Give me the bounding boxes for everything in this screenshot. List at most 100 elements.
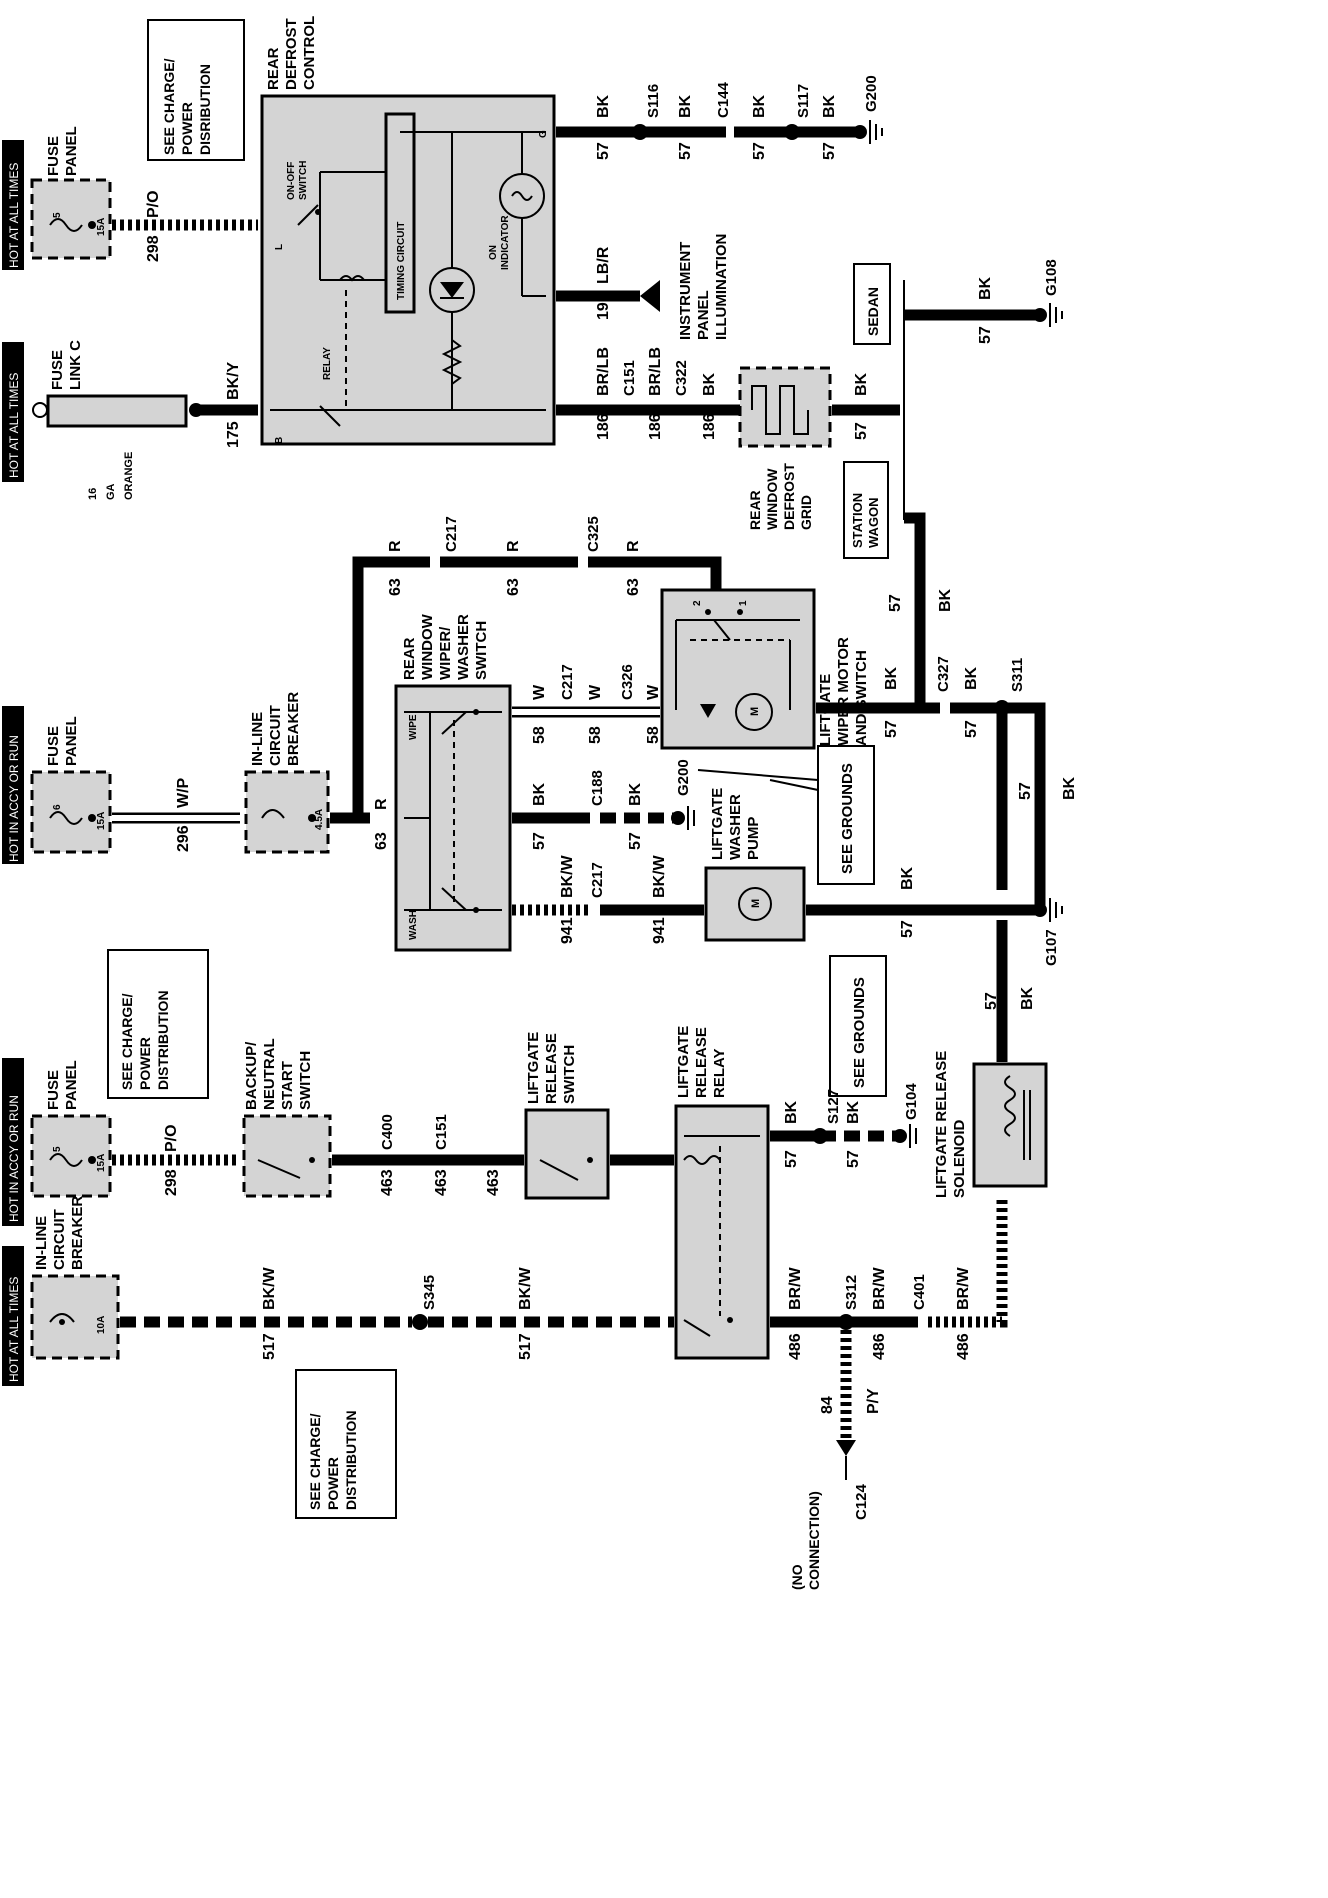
svg-text:FUSEPANEL: FUSEPANEL [45, 1060, 80, 1110]
svg-text:5: 5 [52, 212, 63, 218]
svg-text:BK: BK [751, 94, 768, 118]
svg-text:15A: 15A [96, 1154, 107, 1172]
svg-text:W: W [531, 684, 548, 700]
svg-text:C400: C400 [379, 1114, 396, 1150]
svg-text:57: 57 [845, 1150, 862, 1168]
hot-label-always-1: HOT AT ALL TIMES [2, 140, 24, 270]
svg-text:W: W [645, 684, 662, 700]
svg-text:BACKUP/NEUTRALSTARTSWITCH: BACKUP/NEUTRALSTARTSWITCH [243, 1038, 314, 1110]
svg-text:486: 486 [787, 1333, 804, 1360]
rear-defrost-control: TIMING CIRCUIT L B G ON-OFFSWITCH ONINDI… [260, 16, 556, 446]
svg-text:SEDAN: SEDAN [865, 287, 881, 336]
svg-text:TIMING CIRCUIT: TIMING CIRCUIT [396, 222, 407, 300]
svg-text:C322: C322 [673, 360, 690, 396]
wire-63-up [352, 556, 430, 818]
svg-text:463: 463 [379, 1169, 396, 1196]
svg-text:BK: BK [677, 94, 694, 118]
svg-text:15A: 15A [96, 812, 107, 830]
svg-text:186: 186 [701, 413, 718, 440]
svg-text:57: 57 [627, 832, 644, 850]
svg-text:BK/Y: BK/Y [225, 361, 242, 400]
svg-text:57: 57 [853, 422, 870, 440]
svg-text:R: R [625, 540, 642, 552]
svg-text:57: 57 [677, 142, 694, 160]
svg-text:S116: S116 [645, 84, 662, 118]
svg-text:B: B [274, 437, 285, 444]
svg-text:517: 517 [517, 1333, 534, 1360]
svg-text:BK/W: BK/W [261, 1266, 278, 1310]
svg-text:BR/LB: BR/LB [595, 347, 612, 396]
wire-57-s311 [1002, 702, 1046, 910]
fuse-panel-b: 6 15A FUSEPANEL [30, 716, 112, 854]
fuse-panel-a-label: FUSEPANEL [45, 126, 80, 176]
svg-text:FUSELINK C: FUSELINK C [49, 340, 84, 390]
svg-text:57: 57 [595, 142, 612, 160]
svg-text:6: 6 [52, 804, 63, 810]
svg-text:57: 57 [963, 720, 980, 738]
svg-text:G108: G108 [1043, 259, 1060, 296]
svg-text:BK: BK [701, 372, 718, 396]
wire-486-c [928, 1196, 1008, 1328]
svg-text:P/Y: P/Y [865, 1388, 882, 1414]
svg-text:57: 57 [899, 920, 916, 938]
backup-neutral-start-switch: BACKUP/NEUTRALSTARTSWITCH [242, 1038, 332, 1198]
svg-text:SEE GROUNDS: SEE GROUNDS [839, 763, 856, 874]
svg-text:C401: C401 [911, 1274, 928, 1310]
svg-text:HOT AT ALL TIMES: HOT AT ALL TIMES [7, 373, 21, 478]
svg-text:C326: C326 [619, 664, 636, 700]
svg-text:BR/W: BR/W [871, 1266, 888, 1310]
svg-text:941: 941 [559, 917, 576, 944]
liftgate-release-switch: LIFTGATERELEASESWITCH [524, 1032, 610, 1200]
svg-text:486: 486 [955, 1333, 972, 1360]
svg-text:REARWINDOWDEFROSTGRID: REARWINDOWDEFROSTGRID [747, 463, 814, 530]
svg-text:G200: G200 [863, 75, 880, 112]
svg-text:BK: BK [627, 782, 644, 806]
svg-text:LIFTGATERELEASESWITCH: LIFTGATERELEASESWITCH [525, 1032, 578, 1104]
svg-text:63: 63 [625, 578, 642, 596]
svg-text:C124: C124 [853, 1483, 870, 1520]
svg-text:57: 57 [977, 326, 994, 344]
svg-text:57: 57 [531, 832, 548, 850]
svg-text:R: R [373, 798, 390, 810]
svg-text:IN-LINECIRCUITBREAKER: IN-LINECIRCUITBREAKER [249, 692, 302, 766]
svg-text:S127: S127 [825, 1089, 842, 1124]
wire-63-c325 [588, 556, 722, 590]
svg-text:HOT IN ACCY OR RUN: HOT IN ACCY OR RUN [7, 735, 21, 862]
svg-text:LIFTGATEWASHERPUMP: LIFTGATEWASHERPUMP [709, 788, 762, 860]
svg-text:57: 57 [1017, 782, 1034, 800]
svg-text:SEE GROUNDS: SEE GROUNDS [851, 977, 868, 1088]
svg-text:57: 57 [821, 142, 838, 160]
fuse-panel-c: 5 15A FUSEPANEL [30, 1060, 112, 1198]
svg-text:INSTRUMENTPANELILLUMINATION: INSTRUMENTPANELILLUMINATION [677, 234, 730, 340]
svg-text:BK/W: BK/W [517, 1266, 534, 1310]
svg-text:63: 63 [373, 832, 390, 850]
svg-text:BK: BK [977, 276, 994, 300]
svg-text:RELAY: RELAY [322, 347, 333, 380]
svg-text:C188: C188 [589, 770, 606, 806]
hot-label-always-3: HOT AT ALL TIMES [2, 1246, 24, 1386]
svg-text:M: M [749, 707, 761, 716]
svg-text:BK: BK [899, 866, 916, 890]
svg-text:W: W [587, 684, 604, 700]
svg-text:REARDEFROSTCONTROL: REARDEFROSTCONTROL [265, 16, 318, 90]
svg-text:L: L [274, 244, 285, 250]
svg-text:10A: 10A [96, 1316, 107, 1334]
svg-text:463: 463 [433, 1169, 450, 1196]
svg-text:57: 57 [751, 142, 768, 160]
svg-text:15A: 15A [96, 218, 107, 236]
svg-text:BR/W: BR/W [955, 1266, 972, 1310]
rear-wiper-washer-switch: WIPE WASH REARWINDOWWIPER/WASHERSWITCH [394, 613, 512, 952]
svg-text:HOT AT ALL TIMES: HOT AT ALL TIMES [7, 163, 21, 268]
svg-text:57: 57 [783, 1150, 800, 1168]
svg-text:C144: C144 [715, 81, 732, 118]
hot-label-always-2: HOT AT ALL TIMES [2, 342, 24, 482]
svg-text:63: 63 [387, 578, 404, 596]
svg-text:BK: BK [963, 666, 980, 690]
svg-text:G107: G107 [1043, 929, 1060, 966]
svg-text:HOT AT ALL TIMES: HOT AT ALL TIMES [7, 1277, 21, 1382]
